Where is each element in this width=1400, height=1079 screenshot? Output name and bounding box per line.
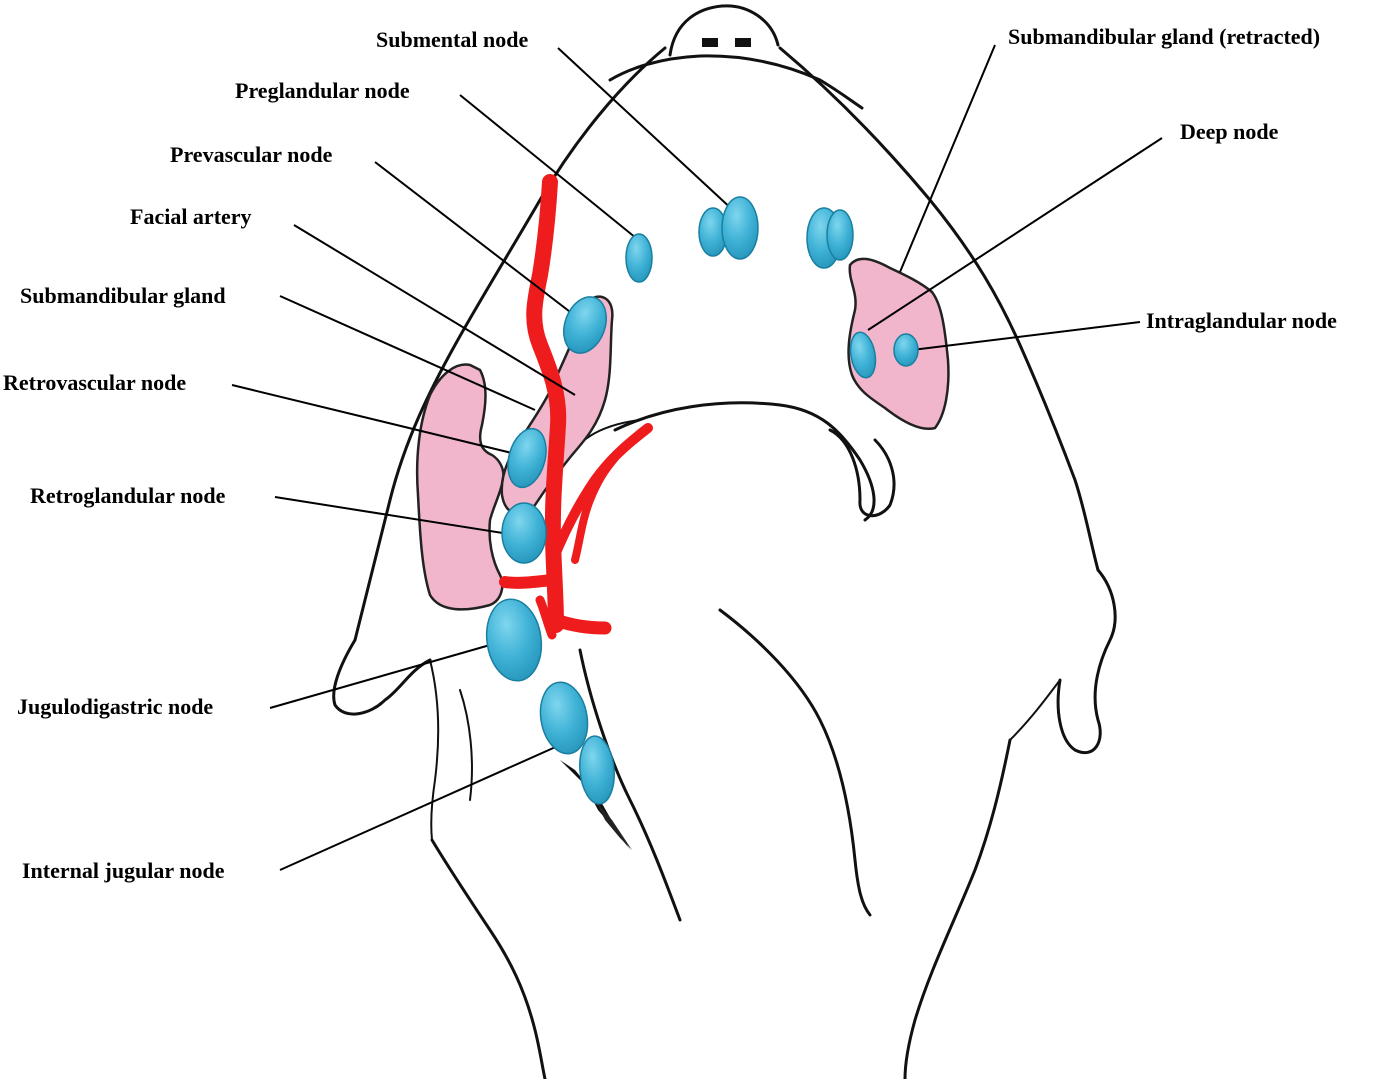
nostril-right [735,38,751,47]
deep-node [849,331,877,379]
facial-artery-branch-lower [549,613,612,635]
leader-prevascular-node [374,161,579,319]
leader-lines [231,44,1163,871]
neck-left-outline [430,838,547,1079]
label-retrovascular-node: Retrovascular node [3,370,186,395]
left-forelimb [332,638,432,716]
right-cheek-fold [828,428,896,518]
throat-line-left [578,648,682,922]
submental-node-left-b [721,196,759,260]
facial-artery [499,174,653,640]
snout-outline [668,4,780,57]
label-jugulodigastric-node: Jugulodigastric node [17,694,213,719]
preglandular-node [625,233,653,283]
leader-internal-jugular-node [279,744,561,871]
head-right-outline [778,46,1100,572]
label-preglandular-node: Preglandular node [235,78,410,103]
leader-jugulodigastric-node [269,644,491,709]
label-submental-node: Submental node [376,27,528,52]
left-shoulder [429,659,440,841]
leader-submandibular-gland [279,295,536,411]
nostril-left [702,38,718,47]
label-retroglandular-node: Retroglandular node [30,483,226,508]
neck-right-outline [903,738,1012,1079]
facial-artery-lower-stem [535,595,557,640]
throat-line-right [718,608,872,917]
right-shoulder [1009,679,1061,741]
internal-jugular-node-upper [539,681,589,755]
right-forelimb [1056,568,1117,755]
internal-jugular-node-lower [579,735,615,805]
body-outline [332,4,1117,1079]
leader-intraglandular-node [911,321,1141,351]
retroglandular-node [501,502,547,564]
label-facial-artery: Facial artery [130,204,252,229]
leader-retroglandular-node [274,496,516,536]
leader-facial-artery [293,224,576,396]
facial-artery-branch-inner [571,454,619,564]
sternal-shadow-lower [595,800,632,850]
leader-preglandular-node [459,94,637,239]
labels: Submental node Preglandular node Prevasc… [3,24,1337,883]
leader-submental-node [557,47,736,213]
retrovascular-node [507,427,547,489]
lymph-nodes [485,196,919,805]
label-prevascular-node: Prevascular node [170,142,333,167]
head-left-outline [353,46,667,642]
prevascular-node [562,296,608,354]
facial-artery-branch-left [499,574,558,589]
intraglandular-node [893,333,919,367]
submental-node-right-b [826,209,854,261]
leader-deep-node [867,137,1163,331]
leader-retrovascular-node [231,384,521,456]
label-deep-node: Deep node [1180,119,1279,144]
left-outer-gland [415,363,505,611]
label-submandibular-gland: Submandibular gland [20,283,226,308]
mandible-arch [613,401,876,522]
leader-submandibular-gland-retracted [899,44,996,273]
glands [415,257,950,611]
label-intraglandular-node: Intraglandular node [1146,308,1337,333]
jugulodigastric-node [485,598,543,682]
left-armpit [459,689,473,801]
label-internal-jugular-node: Internal jugular node [22,858,225,883]
label-submandibular-gland-retracted: Submandibular gland (retracted) [1008,24,1320,49]
